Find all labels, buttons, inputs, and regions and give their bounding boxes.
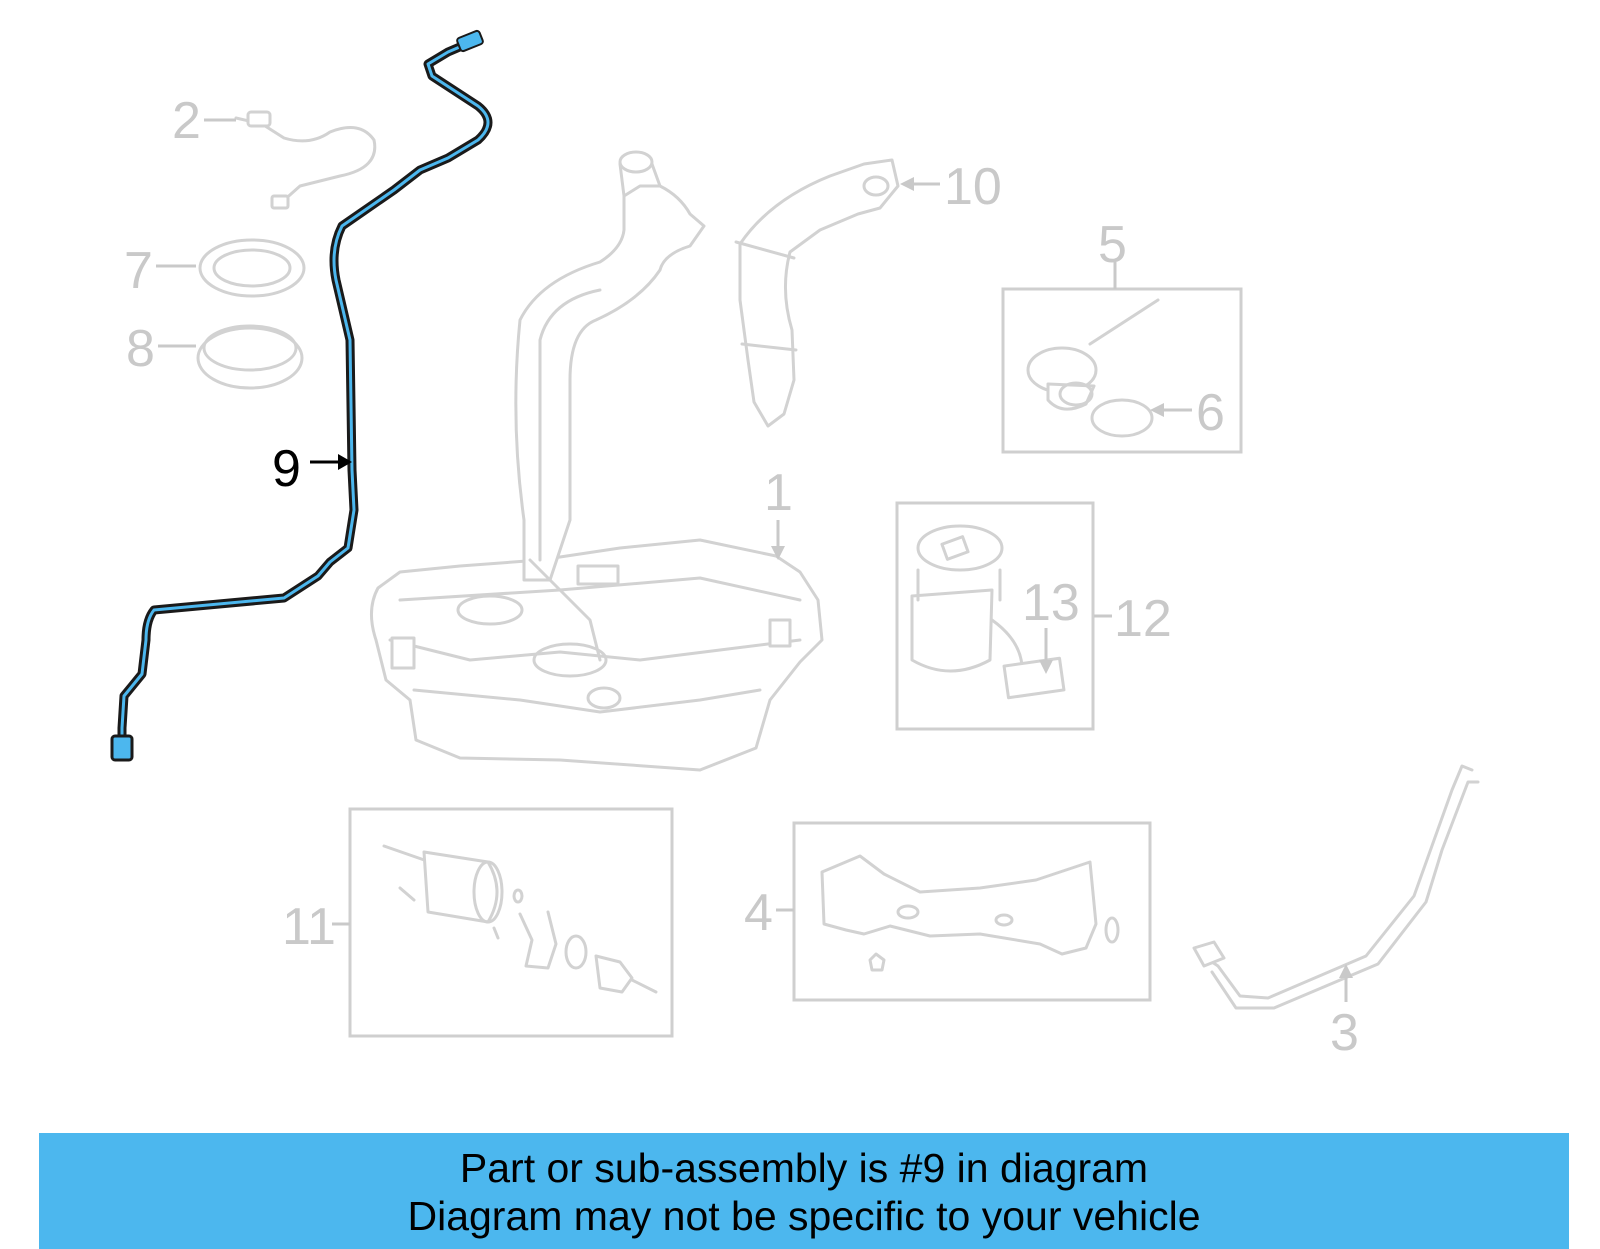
- label-part-7: 7: [124, 242, 196, 300]
- filler-shield-part-10[interactable]: [734, 158, 900, 428]
- label-part-8: 8: [126, 320, 196, 378]
- svg-text:4: 4: [744, 884, 773, 942]
- svg-text:7: 7: [124, 242, 153, 300]
- label-part-4: 4: [744, 884, 794, 942]
- svg-text:5: 5: [1098, 216, 1127, 274]
- label-part-13: 13: [1022, 574, 1080, 674]
- fuel-tank-part-1[interactable]: [370, 150, 824, 772]
- svg-text:13: 13: [1022, 574, 1080, 632]
- svg-text:10: 10: [944, 158, 1002, 216]
- label-part-11: 11: [282, 898, 350, 956]
- svg-text:12: 12: [1114, 590, 1172, 648]
- lock-ring-part-7[interactable]: [198, 238, 306, 298]
- label-part-1: 1: [764, 464, 793, 560]
- fuel-pump-box-part-12[interactable]: [895, 501, 1095, 731]
- banner-line-1: Part or sub-assembly is #9 in diagram: [459, 1145, 1149, 1191]
- filter-kit-box-part-11[interactable]: [348, 807, 674, 1038]
- banner-line-2: Diagram may not be specific to your vehi…: [407, 1193, 1201, 1239]
- fuel-line-part-9[interactable]: [110, 29, 493, 762]
- svg-text:2: 2: [172, 92, 201, 150]
- svg-text:8: 8: [126, 320, 155, 378]
- label-part-6: 6: [1150, 384, 1225, 442]
- label-part-2: 2: [172, 92, 236, 150]
- svg-text:3: 3: [1330, 1004, 1359, 1062]
- o-ring-part-6[interactable]: [1090, 398, 1154, 438]
- svg-text:11: 11: [282, 898, 336, 956]
- seal-ring-part-8[interactable]: [196, 324, 304, 390]
- bracket-box-part-4[interactable]: [792, 821, 1152, 1002]
- svg-text:1: 1: [764, 464, 793, 522]
- label-part-9: 9: [272, 440, 352, 498]
- svg-text:6: 6: [1196, 384, 1225, 442]
- tank-strap-part-3[interactable]: [1192, 764, 1480, 1010]
- label-part-10: 10: [900, 158, 1002, 216]
- info-banner: Part or sub-assembly is #9 in diagram Di…: [39, 1133, 1569, 1249]
- sensor-wire-part-2[interactable]: [234, 110, 377, 210]
- label-part-12: 12: [1094, 590, 1172, 648]
- label-part-5: 5: [1098, 216, 1127, 274]
- vent-valve-box-part-5[interactable]: [1001, 262, 1243, 454]
- label-part-3: 3: [1330, 964, 1359, 1062]
- svg-text:9: 9: [272, 440, 301, 498]
